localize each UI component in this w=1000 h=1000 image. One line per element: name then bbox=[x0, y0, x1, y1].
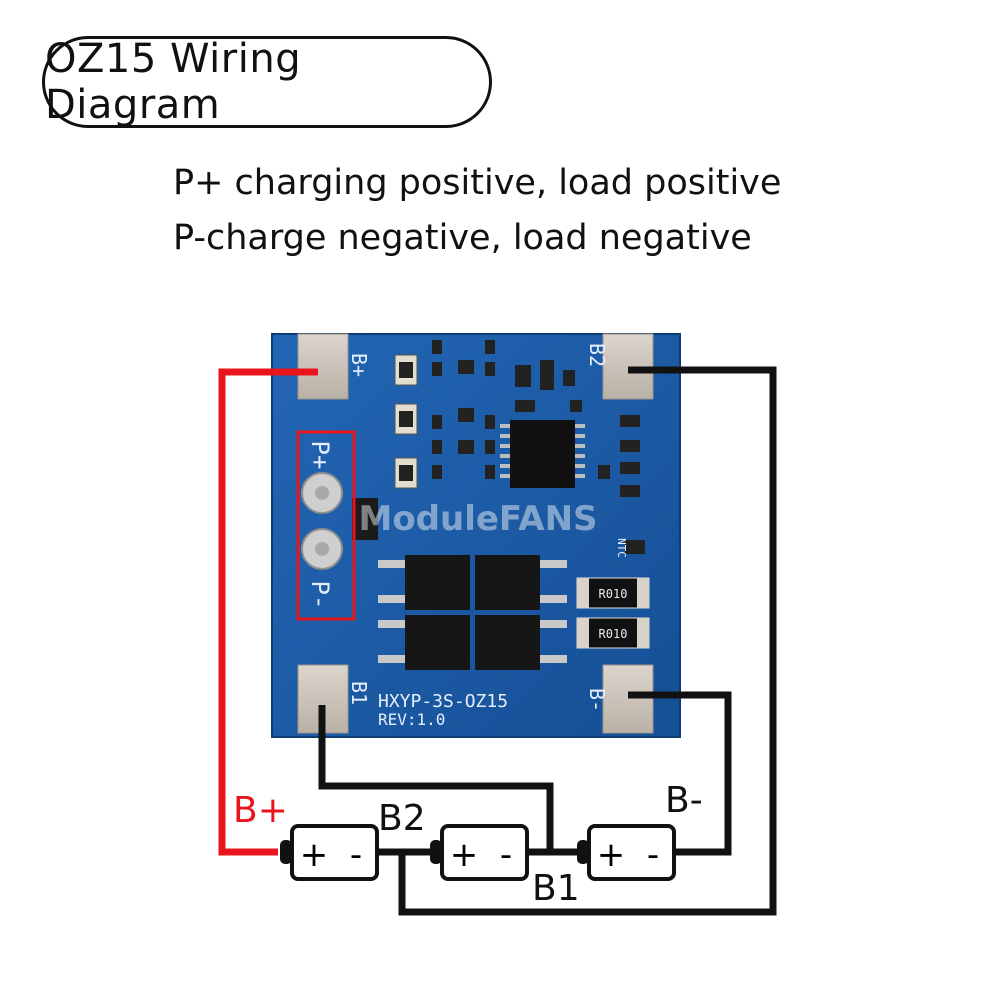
p-plus-terminal bbox=[301, 472, 343, 514]
p-minus-label: P- bbox=[306, 581, 334, 610]
wiring-label-b1: B1 bbox=[532, 868, 580, 909]
pad-b-minus bbox=[602, 664, 654, 734]
description-line-1: P+ charging positive, load positive bbox=[173, 163, 782, 203]
diagram-title: OZ15 Wiring Diagram bbox=[45, 36, 302, 128]
p-minus-terminal bbox=[301, 528, 343, 570]
model-label: HXYP-3S-OZ15 bbox=[378, 691, 508, 712]
wire-b-minus bbox=[628, 691, 732, 856]
ntc-label: NTC bbox=[615, 538, 628, 558]
resistor-label-1: R010 bbox=[599, 587, 628, 601]
title-pill: OZ15 Wiring Diagram bbox=[42, 36, 492, 128]
sense-resistor-1: R010 bbox=[576, 577, 650, 609]
watermark: ModuleFANS bbox=[358, 499, 597, 539]
battery-1-minus: - bbox=[350, 835, 362, 875]
mosfets bbox=[378, 555, 567, 670]
battery-1-plus: + bbox=[300, 835, 329, 875]
pad-label-b-plus: B+ bbox=[347, 353, 371, 377]
wiring-label-b2: B2 bbox=[378, 798, 426, 839]
resistor-label-2: R010 bbox=[599, 627, 628, 641]
sense-resistor-2: R010 bbox=[576, 617, 650, 649]
battery-2: + - bbox=[430, 824, 529, 881]
battery-3-minus: - bbox=[647, 835, 659, 875]
pad-label-b-minus: B- bbox=[585, 688, 609, 712]
pad-label-b2: B2 bbox=[585, 343, 609, 367]
main-ic bbox=[500, 420, 585, 488]
pad-label-b1: B1 bbox=[347, 681, 371, 705]
battery-1: + - bbox=[280, 824, 379, 881]
wires bbox=[218, 366, 777, 916]
wiring-label-b-plus: B+ bbox=[233, 790, 288, 831]
smd-components bbox=[352, 340, 645, 554]
pad-b-plus bbox=[297, 333, 349, 400]
revision-label: REV:1.0 bbox=[378, 710, 445, 729]
description-line-2: P-charge negative, load negative bbox=[173, 218, 752, 258]
battery-3: + - bbox=[577, 824, 676, 881]
wire-b-plus bbox=[218, 368, 318, 856]
battery-3-plus: + bbox=[597, 835, 626, 875]
p-terminal-highlight bbox=[296, 430, 356, 621]
p-plus-label: P+ bbox=[306, 441, 334, 470]
battery-2-plus: + bbox=[450, 835, 479, 875]
battery-2-minus: - bbox=[500, 835, 512, 875]
wiring-label-b-minus: B- bbox=[665, 780, 703, 821]
